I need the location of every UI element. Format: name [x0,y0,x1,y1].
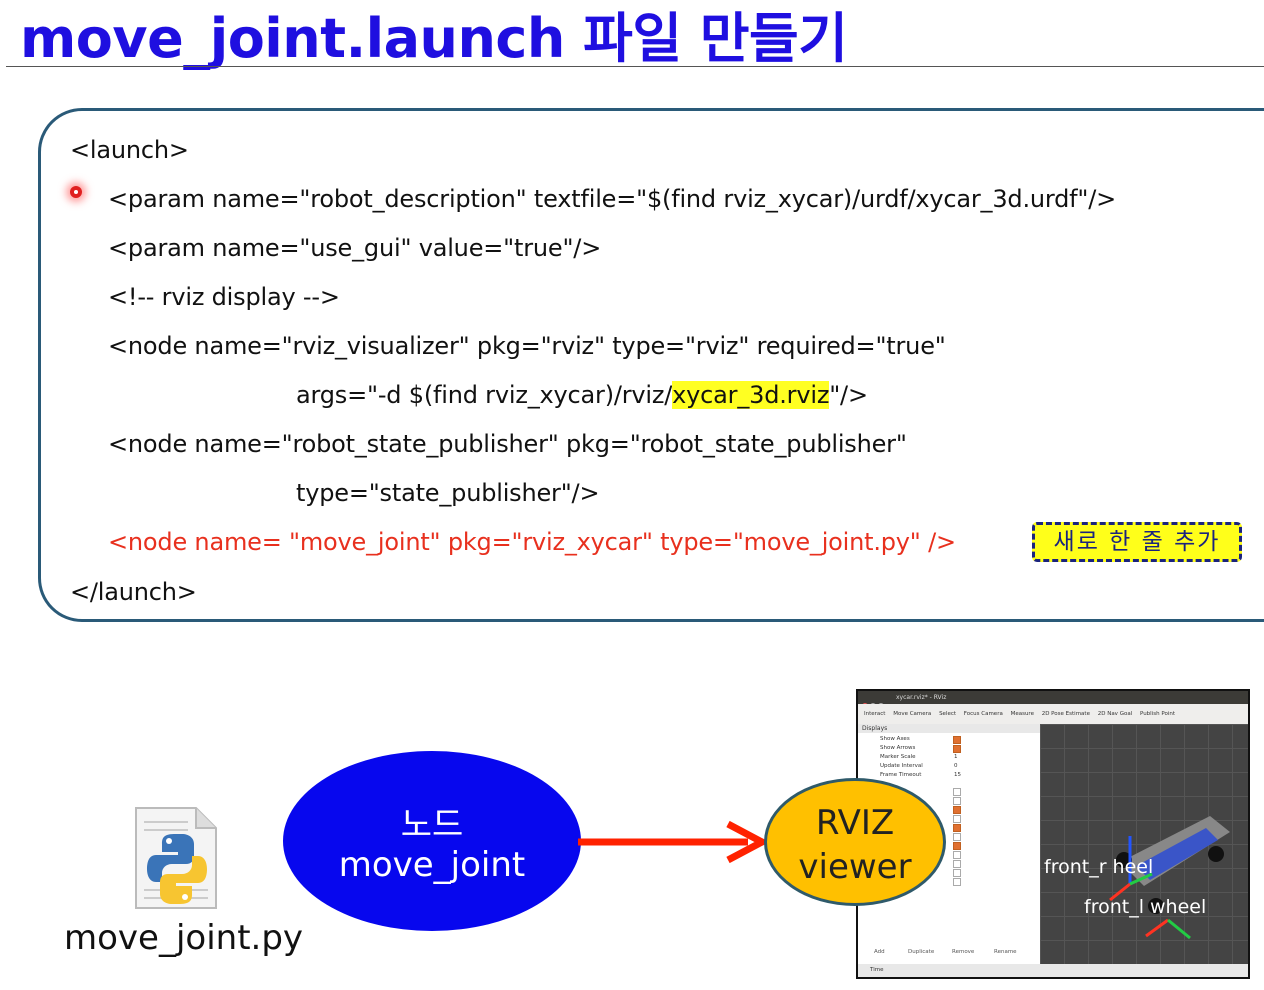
checkbox-frame-2[interactable] [953,797,961,805]
code-line-rviz-node: <node name="rviz_visualizer" pkg="rviz" … [108,332,946,360]
viewer-line-1: RVIZ [815,803,895,843]
add-button[interactable]: Add [874,949,885,955]
displays-panel-title: Displays [858,724,1040,733]
tool-select[interactable]: Select [939,711,957,717]
node-title: 노드 [400,805,464,845]
tool-interact[interactable]: Interact [864,711,886,717]
checkbox-frame-5[interactable] [953,824,961,832]
prop-frame-timeout-value[interactable]: 15 [954,772,961,778]
code-line-comment: <!-- rviz display --> [108,283,340,311]
python-file-label: move_joint.py [64,918,304,958]
prop-marker-scale-value[interactable]: 1 [954,754,958,760]
code-line-launch-open: <launch> [70,136,189,164]
title-divider [6,66,1264,67]
page-title: move_joint.launch 파일 만들기 [20,7,848,70]
laser-pointer-dot [70,186,82,198]
checkbox-frame-10[interactable] [953,869,961,877]
checkbox-frame-11[interactable] [953,878,961,886]
checkbox-show-arrows[interactable] [953,745,961,753]
car-model [1109,816,1230,940]
checkbox-frame-4[interactable] [953,815,961,823]
tool-2d-nav-goal[interactable]: 2D Nav Goal [1097,711,1133,717]
node-name: move_joint [338,845,526,885]
duplicate-button[interactable]: Duplicate [908,949,935,955]
checkbox-frame-1[interactable] [953,788,961,796]
args-prefix: args="-d $(find rviz_xycar)/rviz/ [296,381,673,409]
flow-arrow [578,820,768,864]
code-line-param-use-gui: <param name="use_gui" value="true"/> [108,234,602,262]
remove-button[interactable]: Remove [952,949,975,955]
checkbox-frame-3[interactable] [953,806,961,814]
args-suffix: "/> [829,381,868,409]
3d-view[interactable]: front_r heel front_l wheel [1040,724,1248,964]
rviz-screenshot: xycar.rviz* - RViz Interact Move Camera … [856,689,1250,979]
prop-update-interval-value[interactable]: 0 [954,763,958,769]
rviz-window-title: xycar.rviz* - RViz [858,691,1248,704]
frame-label-front-left: front_l wheel [1084,896,1207,918]
prop-marker-scale: Marker Scale [880,754,916,760]
tool-focus-camera[interactable]: Focus Camera [963,711,1003,717]
code-line-move-joint-node: <node name= "move_joint" pkg="rviz_xycar… [108,528,956,556]
checkbox-frame-6[interactable] [953,833,961,841]
code-line-rviz-args: args="-d $(find rviz_xycar)/rviz/xycar_3… [296,381,868,409]
code-line-launch-close: </launch> [70,578,197,606]
checkbox-show-axes[interactable] [953,736,961,744]
checkbox-frame-8[interactable] [953,851,961,859]
checkbox-frame-7[interactable] [953,842,961,850]
prop-show-arrows: Show Arrows [880,745,916,751]
tool-move-camera[interactable]: Move Camera [893,711,932,717]
code-line-param-robot-description: <param name="robot_description" textfile… [108,185,1117,213]
viewer-line-2: viewer [798,847,912,887]
prop-update-interval: Update Interval [880,763,923,769]
view-grid [1040,724,1248,964]
checkbox-frame-9[interactable] [953,860,961,868]
node-ellipse: 노드 move_joint [283,751,581,931]
frame-label-front-right: front_r heel [1044,856,1154,878]
new-line-badge: 새로 한 줄 추가 [1032,522,1242,562]
tool-publish-point[interactable]: Publish Point [1139,711,1175,717]
prop-show-axes: Show Axes [880,736,910,742]
code-line-state-publisher-node: <node name="robot_state_publisher" pkg="… [108,430,907,458]
tool-measure[interactable]: Measure [1010,711,1034,717]
args-highlight: xycar_3d.rviz [672,381,830,409]
tool-2d-pose-estimate[interactable]: 2D Pose Estimate [1041,711,1090,717]
rename-button[interactable]: Rename [994,949,1017,955]
displays-buttons: Add Duplicate Remove Rename [858,947,1040,961]
rviz-toolbar: Interact Move Camera Select Focus Camera… [858,704,1248,725]
prop-frame-timeout: Frame Timeout [880,772,922,778]
code-line-state-publisher-type: type="state_publisher"/> [296,479,600,507]
rviz-viewer-node: RVIZ viewer [764,778,946,906]
python-file-icon [135,807,217,909]
time-panel: Time [858,964,1248,977]
